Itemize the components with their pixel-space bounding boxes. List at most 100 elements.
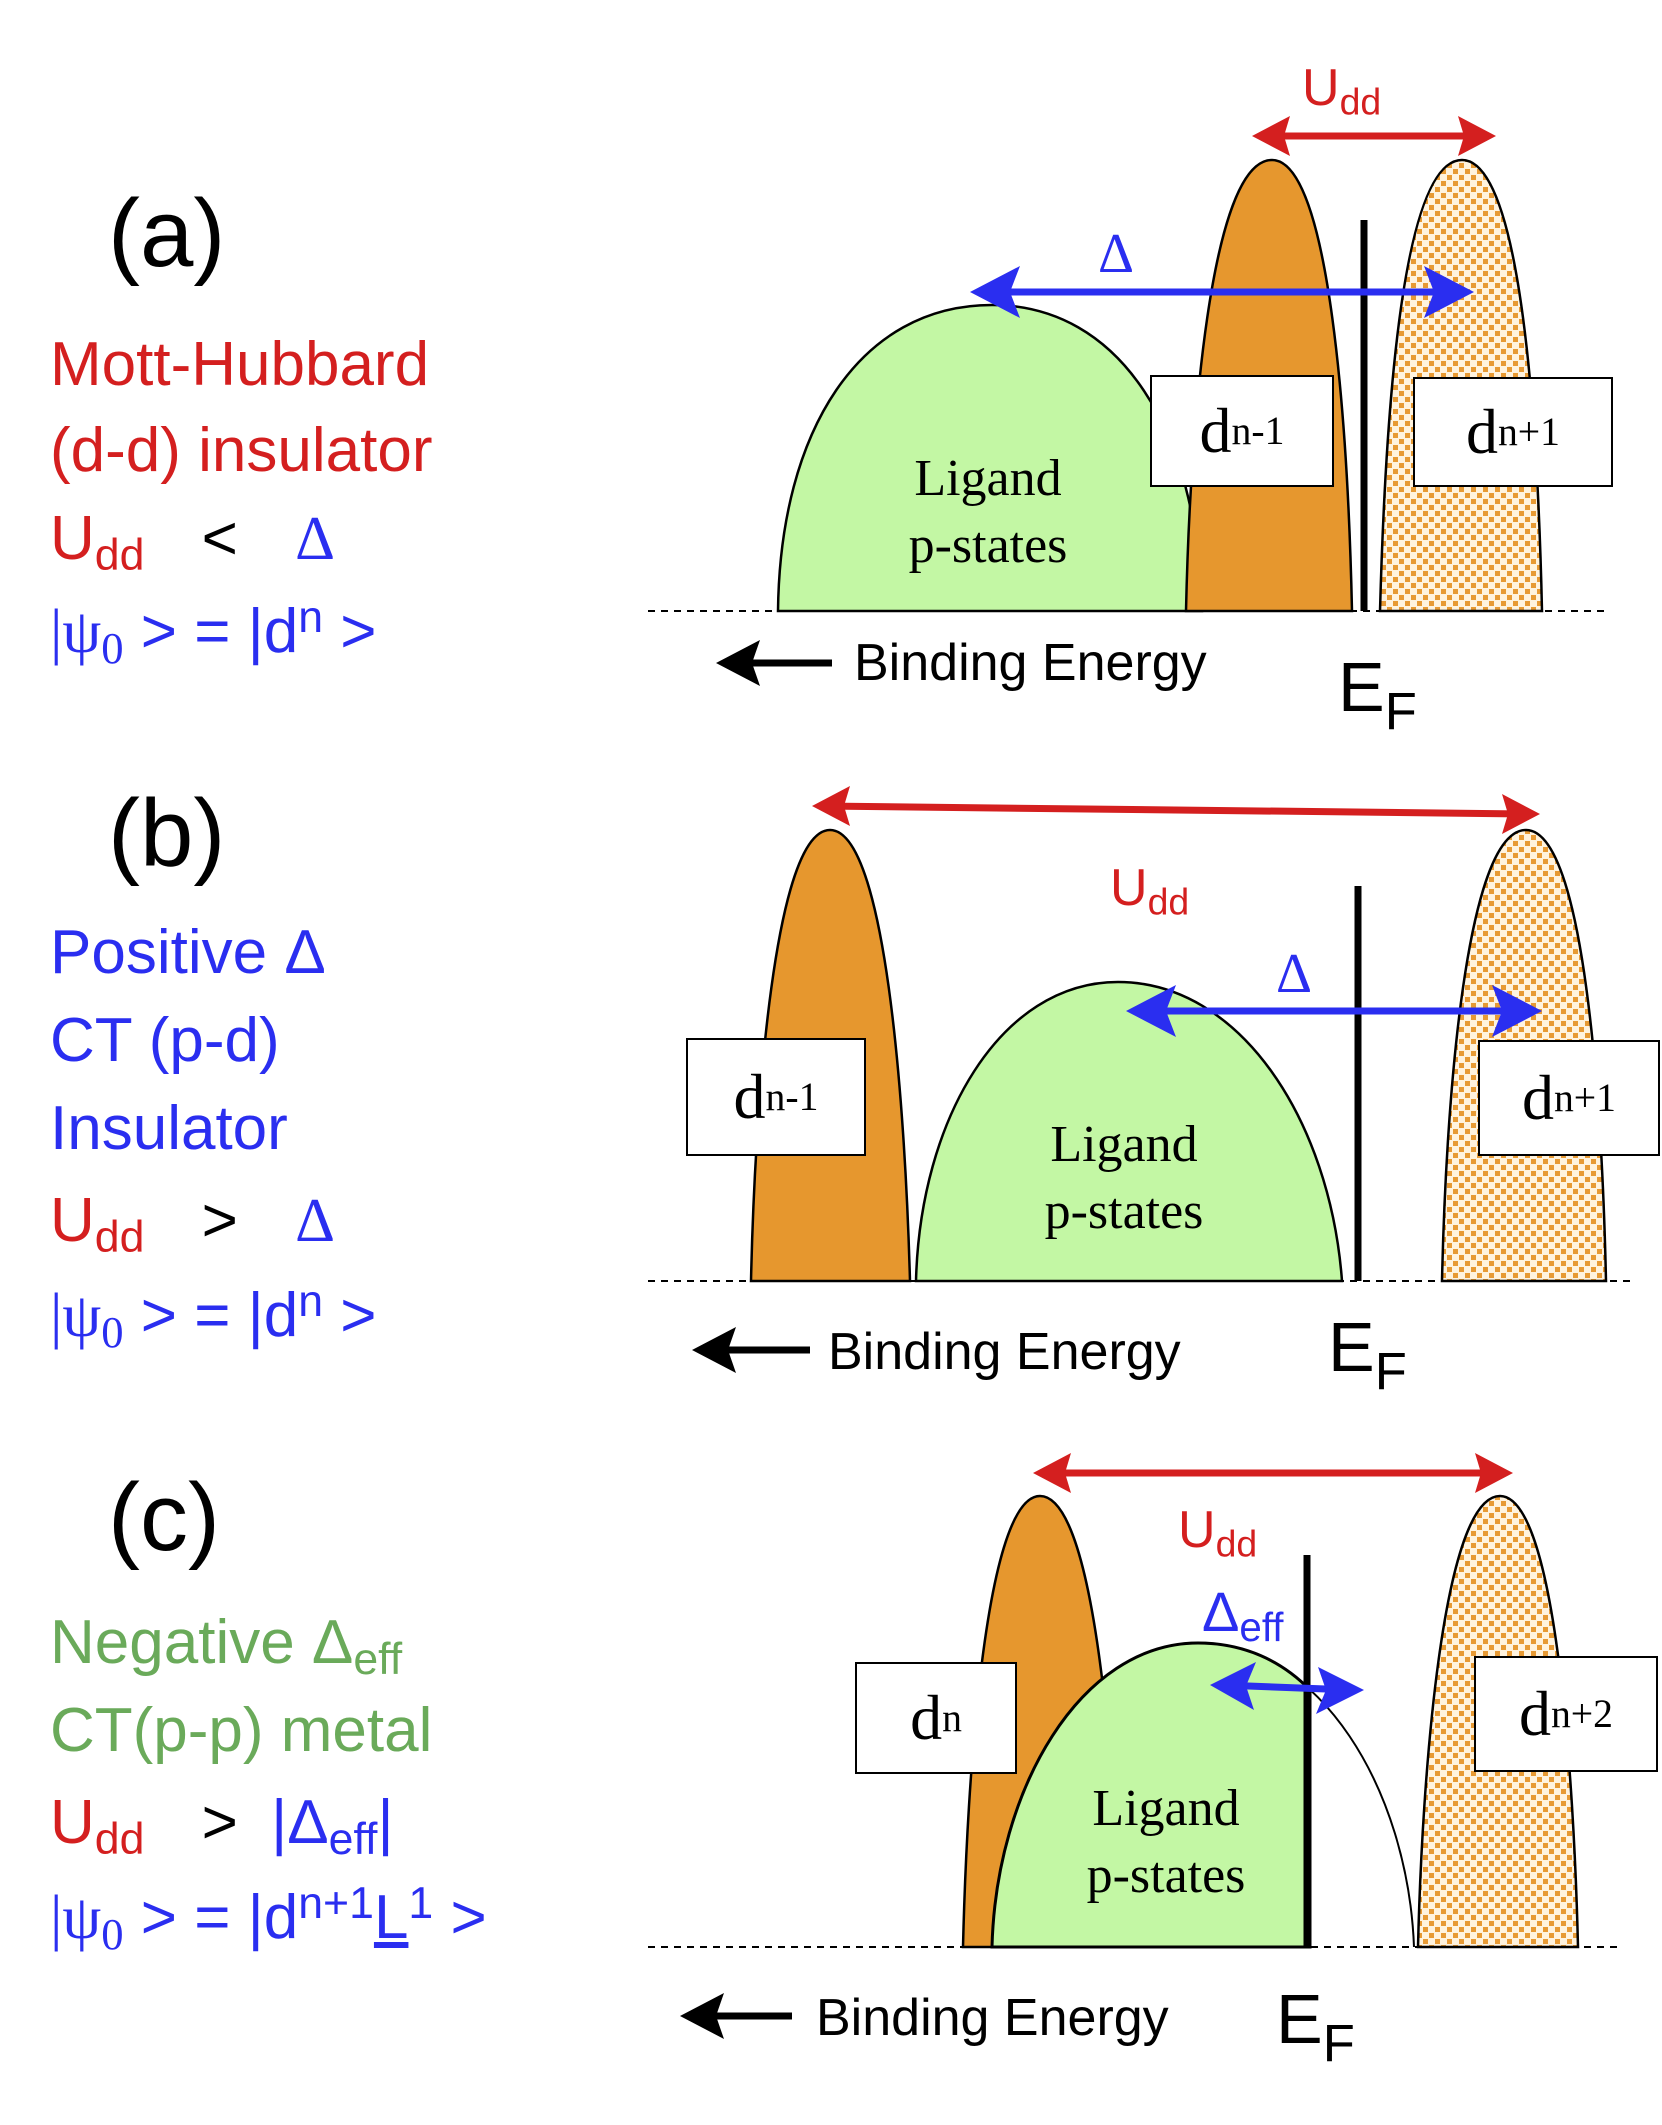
panel-b-gs-psi-sub: 0 (101, 1307, 124, 1358)
panel-c-relation-op: > (201, 1788, 238, 1857)
panel-b-ligand-line-1: Ligand (1050, 1116, 1198, 1173)
panel-a-letter: (a) (108, 180, 226, 287)
panel-a-box-left-base: d (1199, 395, 1232, 466)
panel-c-u-label-main: U (1178, 1501, 1216, 1559)
panel-b-letter: (b) (108, 780, 226, 887)
panel-b-relation-u-sub: dd (94, 1213, 145, 1263)
panel-a-gs-suffix: > (323, 597, 377, 667)
panel-c-gs-psi-sub: 0 (101, 1909, 124, 1960)
panel-b-box-left-base: d (733, 1061, 766, 1132)
panel-b-gs-mid: > = |d (123, 1281, 299, 1351)
u-arrow-c-left-head (1033, 1453, 1071, 1493)
panel-c-box-left-base: d (910, 1682, 943, 1753)
panel-c-axis-label: Binding Energy (816, 1989, 1169, 2047)
panel-b-relation: Udd > Δ (50, 1190, 335, 1261)
panel-c-relation-delta-sub: eff (328, 1815, 378, 1865)
panel-c-delta-label-main: Δ (1202, 1580, 1240, 1643)
panel-b-fermi-sub: F (1374, 1342, 1407, 1402)
panel-c-title-line-1: Negative Δeff (50, 1612, 402, 1683)
panel-b-box-left-sup: n-1 (765, 1075, 819, 1119)
panel-b-gs-sup: n (298, 1277, 324, 1326)
panel-b-delta-label: Δ (1276, 943, 1313, 1005)
panel-c-ligand-line-2: p-states (1086, 1846, 1246, 1904)
panel-c-gs-suffix: > (433, 1883, 487, 1953)
panel-c-gs-mid: > = |d (123, 1883, 299, 1953)
panel-c-gs-l-sup: 1 (408, 1879, 434, 1928)
panel-b-ligand-label: Ligand p-states (1024, 1112, 1224, 1245)
panel-a-relation-u-sub: dd (94, 531, 145, 581)
panel-a-box-left-sup: n-1 (1231, 409, 1285, 453)
panel-c-ligand-label: Ligand p-states (1066, 1776, 1266, 1909)
panel-c-delta-label-sub: eff (1239, 1604, 1284, 1651)
delta-arrow-b-left-head (1126, 985, 1176, 1037)
ligand-band-b (914, 980, 1344, 1283)
panel-a-u-label: Udd (1302, 62, 1381, 121)
panel-b-gs-prefix: |ψ (50, 1282, 102, 1351)
panel-a-box-right-sup: n+1 (1497, 410, 1561, 454)
panel-a-relation-delta: Δ (295, 505, 335, 573)
panel-c-u-label: Udd (1178, 1504, 1257, 1563)
panel-a-fermi-sub: F (1384, 682, 1417, 742)
panel-c-relation-delta-suffix: | (377, 1788, 394, 1857)
delta-arrow-b-right-head (1492, 985, 1542, 1037)
panel-c-box-right-base: d (1518, 1678, 1551, 1749)
panel-a-axis-label: Binding Energy (854, 634, 1207, 692)
panel-c-title-line-2: CT(p-p) metal (50, 1696, 433, 1765)
u-arrow-b-left-head (812, 786, 850, 826)
panel-c-relation-u: U (50, 1788, 95, 1857)
binding-arrow-c-head (680, 1993, 724, 2039)
panel-b-relation-op: > (201, 1186, 238, 1255)
panel-b-relation-u: U (50, 1186, 95, 1255)
panel-a-delta-label: Δ (1098, 223, 1135, 285)
panel-b-fermi-label: EF (1328, 1312, 1407, 1399)
panel-a-title-line-2: (d-d) insulator (50, 416, 433, 485)
panel-a-ligand-label: Ligand p-states (888, 446, 1088, 579)
panel-c-delta-label: Δeff (1202, 1584, 1284, 1651)
binding-arrow-b-head (692, 1327, 736, 1373)
panel-c-gs-l: L (373, 1883, 409, 1953)
panel-c-gs-prefix: |ψ (50, 1884, 102, 1953)
panel-b-u-label-sub: dd (1147, 880, 1190, 923)
binding-arrow-a-head (716, 640, 760, 686)
panel-b-title-line-1: Positive Δ (50, 918, 326, 987)
panel-c-fermi-main: E (1276, 1980, 1323, 2058)
ligand-band-c-filled (990, 1641, 1312, 1949)
panel-c-fermi-label: EF (1276, 1984, 1355, 2071)
panel-a-fermi-main: E (1338, 648, 1385, 726)
delta-arrow-c-left-head (1210, 1662, 1256, 1710)
panel-a-box-right-base: d (1465, 396, 1498, 467)
panel-b-fermi-main: E (1328, 1308, 1375, 1386)
panel-a-gs-sup: n (298, 593, 324, 642)
panel-b-ground-state: |ψ0 > = |dn > (50, 1277, 377, 1358)
delta-arrow-a-right-head (1424, 266, 1474, 318)
panel-c-letter: (c) (108, 1464, 220, 1571)
delta-arrow-c-right-head (1316, 1667, 1364, 1714)
panel-c-title-line-1-main: Negative Δ (50, 1608, 354, 1677)
panel-b-box-right-sup: n+1 (1553, 1076, 1617, 1120)
panel-a-gs-prefix: |ψ (50, 598, 102, 667)
panel-c-gs-sup: n+1 (298, 1879, 374, 1928)
panel-b-gs-suffix: > (323, 1281, 377, 1351)
u-arrow-a-right-head (1458, 116, 1496, 156)
panel-a-gs-mid: > = |d (123, 597, 299, 667)
panel-c-relation: Udd > |Δeff| (50, 1792, 394, 1863)
panel-c-relation-delta: |Δ (271, 1788, 329, 1857)
panel-c-box-left-sup: n (942, 1696, 962, 1740)
panel-b-u-label-main: U (1110, 859, 1148, 917)
delta-arrow-a-left-head (970, 266, 1020, 318)
panel-a-relation: Udd < Δ (50, 508, 335, 579)
panel-c-ligand-line-1: Ligand (1092, 1780, 1240, 1837)
panel-c-title-line-1-sub: eff (353, 1635, 403, 1685)
panel-a-fermi-label: EF (1338, 652, 1417, 739)
panel-a-gs-psi-sub: 0 (101, 623, 124, 674)
panel-a-title-line-1: Mott-Hubbard (50, 330, 430, 399)
panel-c-u-label-sub: dd (1215, 1522, 1258, 1565)
u-arrow-b-right-head (1502, 794, 1540, 834)
